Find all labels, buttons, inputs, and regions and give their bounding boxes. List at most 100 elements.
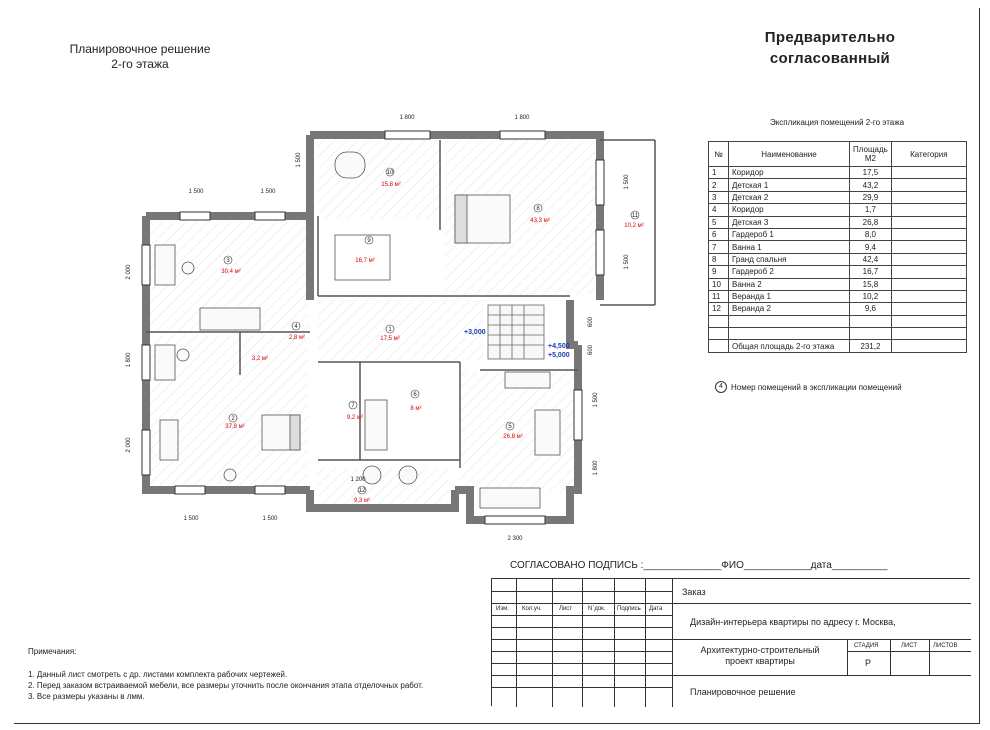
explication-cell [890, 289, 967, 304]
svg-text:3: 3 [226, 258, 230, 264]
col-header-category: Категория [890, 141, 967, 167]
windows [141, 130, 605, 525]
notes-header: Примечания: [28, 647, 77, 656]
room-area: 26,8 м² [503, 434, 522, 440]
explication-cell: 9,4 [849, 240, 892, 254]
room-area: 43,3 м² [530, 218, 549, 224]
stamp-line-1: Предварительно [764, 29, 896, 46]
room-area: 16,7 м² [355, 258, 374, 264]
dimension-label: 1 800 [399, 115, 415, 121]
dimension-label: 1 500 [262, 516, 278, 522]
dimension-label: 1 500 [593, 392, 599, 408]
dimension-label: 1 200 [350, 477, 366, 483]
explication-cell: Детская 2 [728, 190, 850, 205]
explication-cell: 10 [708, 277, 729, 291]
svg-text:1: 1 [388, 327, 392, 333]
explication-cell: Ванна 1 [728, 240, 850, 254]
title-block: Изм. Кол.уч. Лист N`док. Подпись Дата За… [491, 578, 971, 707]
room-area: 3,2 м² [252, 356, 268, 362]
tb-stage-label: СТАДИЯ [854, 643, 879, 649]
explication-cell: 43,2 [849, 178, 892, 192]
elevation-mark: +4,500 [548, 343, 570, 350]
explication-cell: Детская 1 [728, 178, 850, 192]
tb-col-change: Изм. [496, 606, 509, 612]
room-marker-11: 11 [630, 210, 640, 220]
room-area: 17,5 м² [380, 336, 399, 342]
tb-col-signature: Подпись [617, 606, 641, 612]
explication-cell: 2 [708, 178, 729, 192]
room-area: 15,8 м² [381, 182, 400, 188]
explication-cell: 29,9 [849, 190, 892, 205]
plan-title-line-2: 2-го этажа [111, 57, 169, 71]
svg-text:8: 8 [536, 206, 540, 212]
legend-symbol: 4 [715, 381, 727, 393]
room-marker-5: 5 [505, 421, 515, 431]
explication-cell: 4 [708, 203, 729, 217]
dimension-label: 1 500 [260, 189, 276, 195]
legend-text: Номер помещений в экспликации помещений [731, 382, 902, 392]
explication-cell [890, 227, 967, 242]
tb-design-title: Дизайн-интерьера квартиры по адресу г. М… [690, 617, 896, 627]
room-area: 2,8 м² [289, 335, 305, 341]
tb-project-line-2: проект квартиры [725, 656, 795, 666]
explication-cell: 10,2 [849, 289, 892, 304]
explication-cell: 1,7 [849, 203, 892, 217]
approval-signature-line: СОГЛАСОВАНО ПОДПИСЬ :______________ФИО__… [510, 560, 888, 571]
room-marker-2: 2 [228, 413, 238, 423]
explication-cell [890, 240, 967, 254]
svg-text:2: 2 [231, 416, 235, 422]
svg-text:4: 4 [294, 324, 298, 330]
explication-cell [890, 165, 967, 180]
room-area: 8 м² [410, 406, 421, 412]
note-item: 3. Все размеры указаны в лмм. [28, 692, 145, 701]
room-area: 9,2 м² [347, 415, 363, 421]
explication-cell: 17,5 [849, 165, 892, 180]
col-header-num: № [708, 141, 729, 167]
explication-cell: Гардероб 1 [728, 227, 850, 242]
dimension-label: 1 800 [514, 115, 530, 121]
explication-cell [890, 252, 967, 267]
elevation-mark: +5,000 [548, 352, 570, 359]
dimension-label: 2 300 [507, 536, 523, 542]
explication-cell [890, 265, 967, 279]
dimension-label: 1 800 [126, 352, 132, 368]
explication-cell: Веранда 1 [728, 289, 850, 304]
tb-col-doc: N`док. [588, 606, 606, 612]
room-area: 30,4 м² [221, 269, 240, 275]
tb-order-label: Заказ [682, 587, 706, 597]
room-marker-7: 7 [348, 400, 358, 410]
plan-title-line-1: Планировочное решение [69, 42, 211, 56]
explication-empty-row [708, 327, 967, 341]
plan-title: Планировочное решение 2-го этажа [40, 42, 240, 72]
room-marker-3: 3 [223, 255, 233, 265]
floor-plan: 1 800 1 800 1 500 1 500 1 500 2 000 1 80… [126, 115, 656, 542]
explication-cell: Гардероб 2 [728, 265, 850, 279]
svg-text:5: 5 [508, 424, 512, 430]
explication-cell: 9 [708, 265, 729, 279]
tb-project-line-1: Архитектурно-строительный [700, 645, 820, 655]
legend: 4 Номер помещений в экспликации помещени… [715, 381, 902, 393]
room-marker-12: 12 [357, 485, 367, 495]
svg-text:9: 9 [367, 238, 371, 244]
dimension-label: 2 000 [126, 437, 132, 453]
explication-cell: 26,8 [849, 215, 892, 229]
tb-col-qty: Кол.уч. [522, 606, 542, 612]
room-marker-1: 1 [385, 324, 395, 334]
explication-cell: 3 [708, 190, 729, 205]
room-marker-4: 4 [291, 321, 301, 331]
dimension-label: 600 [588, 316, 594, 327]
svg-text:11: 11 [632, 213, 639, 219]
note-item: 1. Данный лист смотреть с др. листами ко… [28, 670, 288, 679]
dimension-label: 1 500 [188, 189, 204, 195]
room-marker-8: 8 [533, 203, 543, 213]
tb-col-date: Дата [649, 606, 663, 612]
room-marker-9: 9 [364, 235, 374, 245]
dimension-label: 1 500 [624, 174, 630, 190]
explication-cell: 8,0 [849, 227, 892, 242]
